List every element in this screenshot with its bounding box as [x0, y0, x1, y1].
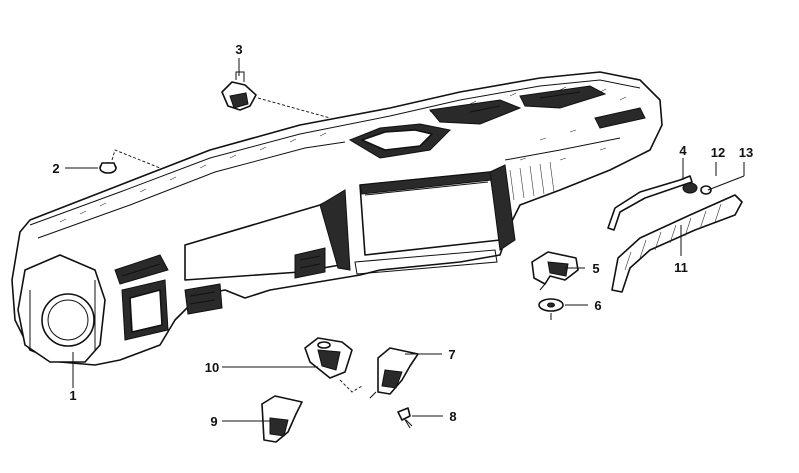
part-number-3: 3	[235, 42, 242, 57]
leader-lines	[65, 58, 745, 422]
part-11-trim-panel	[611, 194, 743, 293]
dashboard-panel	[11, 71, 663, 366]
part-4-trim-strip	[607, 175, 693, 231]
part-number-1: 1	[69, 388, 76, 403]
part-10-bracket	[304, 337, 363, 393]
gauge-opening	[41, 293, 95, 347]
part-number-13: 13	[739, 145, 753, 160]
part-5-bracket	[531, 251, 579, 291]
part-13-end-cap	[700, 185, 712, 195]
part-number-6: 6	[594, 298, 601, 313]
part-number-7: 7	[448, 347, 455, 362]
part-3-clip	[221, 71, 331, 119]
part-number-4: 4	[679, 143, 687, 158]
part-number-10: 10	[205, 360, 219, 375]
part-2-nut	[99, 149, 161, 174]
part-9-clip	[261, 395, 303, 443]
part-number-5: 5	[592, 261, 599, 276]
part-number-9: 9	[210, 414, 217, 429]
part-number-2: 2	[52, 161, 59, 176]
part-number-12: 12	[711, 145, 725, 160]
part-12-knob	[682, 182, 698, 194]
part-number-8: 8	[449, 409, 456, 424]
part-numbers: 1 2 3 4 5 6 7 8 9 10 11 12 13	[52, 42, 753, 429]
part-8-screw	[397, 407, 413, 429]
part-6-washer	[538, 298, 564, 320]
part-number-11: 11	[674, 260, 688, 275]
part-7-bracket	[369, 347, 419, 399]
